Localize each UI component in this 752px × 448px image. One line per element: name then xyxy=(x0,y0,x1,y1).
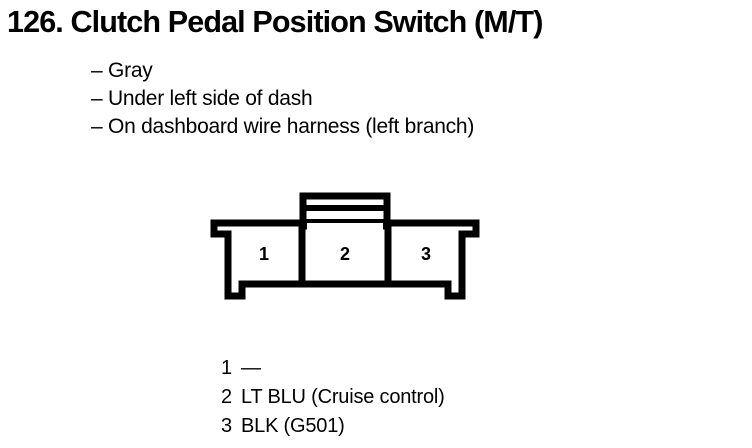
description-item-label: Gray xyxy=(108,59,153,82)
dash-icon: – xyxy=(91,115,103,138)
dash-icon: – xyxy=(91,59,103,82)
pin-number: 3 xyxy=(221,415,232,437)
pin-circuit: LT BLU (Cruise control) xyxy=(241,386,445,408)
cavity-number-3: 3 xyxy=(421,244,431,264)
connector-diagram: 1 2 3 xyxy=(200,190,490,310)
description-item: – Under left side of dash xyxy=(91,85,691,113)
page-title: 126. Clutch Pedal Position Switch (M/T) xyxy=(7,4,543,39)
description-item: – Gray xyxy=(91,57,691,85)
pin-circuit: BLK (G501) xyxy=(241,415,345,437)
pin-row: 2 LT BLU (Cruise control) xyxy=(221,383,681,412)
pin-assignment-list: 1 — 2 LT BLU (Cruise control) 3 BLK (G50… xyxy=(221,354,681,441)
connector-outline-svg: 1 2 3 xyxy=(210,192,480,300)
pin-number: 2 xyxy=(221,386,232,408)
top-center-latch-tab xyxy=(299,192,391,230)
pin-row: 3 BLK (G501) xyxy=(221,412,681,441)
cavity-number-2: 2 xyxy=(340,244,350,264)
description-item-label: On dashboard wire harness (left branch) xyxy=(108,115,475,138)
description-item: – On dashboard wire harness (left branch… xyxy=(91,113,691,141)
description-list: – Gray – Under left side of dash – On da… xyxy=(91,57,691,141)
connector-body xyxy=(210,219,480,300)
pin-row: 1 — xyxy=(221,354,681,383)
tab-body-junction xyxy=(307,223,383,231)
dash-icon: – xyxy=(91,87,103,110)
description-item-label: Under left side of dash xyxy=(108,87,313,110)
cavity-number-1: 1 xyxy=(259,244,269,264)
pin-number: 1 xyxy=(221,357,232,379)
pin-circuit: — xyxy=(241,357,261,379)
